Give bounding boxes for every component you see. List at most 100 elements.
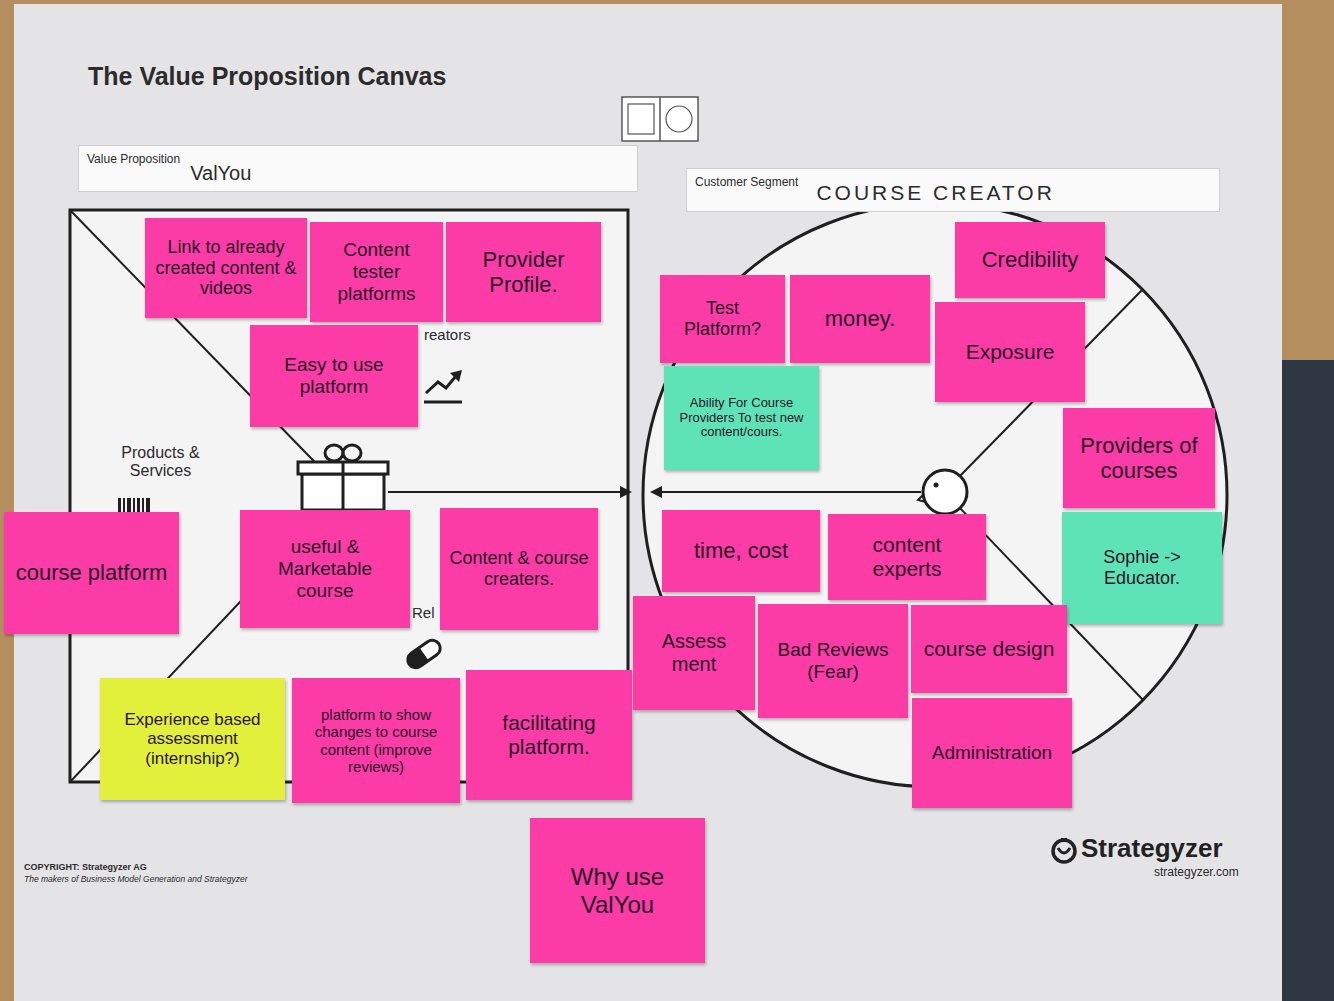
canvas-title: The Value Proposition Canvas	[88, 62, 446, 91]
sticky-note: course platform	[4, 512, 179, 634]
copyright-note: COPYRIGHT: Strategyzer AG	[24, 862, 147, 872]
brand-url: strategyzer.com	[1154, 866, 1239, 880]
field-value: COURSE CREATOR	[816, 175, 1054, 205]
canvas-field: Customer Segment COURSE CREATOR	[686, 168, 1220, 212]
sticky-note-text: Bad Reviews (Fear)	[766, 639, 900, 683]
sticky-note-text: platform to show changes to course conte…	[300, 706, 452, 775]
logo-top	[1061, 838, 1067, 842]
sticky-note: Assess ment	[633, 596, 755, 710]
sticky-note-text: Easy to use platform	[258, 354, 410, 398]
trend-arrowhead	[450, 370, 462, 382]
sticky-note-text: Ability For Course Providers To test new…	[672, 396, 811, 441]
sticky-note: time, cost	[662, 510, 820, 592]
section-label: Rel	[412, 604, 435, 621]
trend-baseline	[424, 401, 462, 404]
sticky-note: Link to already created content & videos	[145, 218, 307, 318]
barcode-bar	[142, 498, 144, 512]
field-label: Customer Segment	[695, 175, 798, 189]
sticky-note: Bad Reviews (Fear)	[758, 604, 908, 718]
sticky-note-text: Content tester platforms	[318, 239, 435, 305]
pill-shell	[405, 637, 444, 671]
sticky-note-text: facilitating platform.	[474, 711, 624, 759]
pill-half	[405, 647, 429, 670]
brand-logo-icon	[1053, 838, 1075, 862]
sticky-note-text: Assess ment	[641, 630, 747, 676]
face-nose	[918, 494, 926, 502]
sticky-note-text: Sophie -> Educator.	[1070, 547, 1214, 588]
sticky-note: Experience based assessment (internship?…	[100, 678, 285, 800]
sticky-note-text: Providers of courses	[1071, 433, 1207, 484]
copyright-note: The makers of Business Model Generation …	[24, 875, 247, 885]
field-value: ValYou	[190, 152, 251, 185]
sticky-note-text: time, cost	[670, 538, 812, 563]
sticky-note-text: Provider Profile.	[454, 247, 593, 298]
logo-smile	[1058, 848, 1070, 853]
barcode-bar	[118, 498, 121, 512]
canvas-icon	[622, 97, 698, 141]
sticky-note-text: Experience based assessment (internship?…	[108, 710, 277, 769]
sticky-note: Easy to use platform	[250, 325, 418, 427]
barcode-bar	[137, 498, 140, 512]
sticky-note: Test Platform?	[660, 275, 785, 363]
sticky-note-text: Credibility	[963, 247, 1097, 272]
sticky-note-text: money.	[798, 306, 922, 331]
sticky-note: course design	[911, 605, 1067, 693]
sticky-note: Administration	[912, 698, 1072, 808]
barcode-icon	[118, 498, 150, 512]
barcode-bar	[127, 498, 131, 512]
sticky-note: money.	[790, 275, 930, 363]
fit-arrow-line	[388, 491, 622, 493]
sticky-note: content experts	[828, 514, 986, 600]
sticky-note-text: content experts	[836, 533, 978, 581]
icon-square	[628, 104, 654, 134]
sticky-note: Why use ValYou	[530, 818, 705, 963]
gift-bow	[343, 445, 361, 461]
sticky-note-text: course design	[919, 637, 1059, 661]
pill-icon	[405, 637, 444, 671]
sticky-note: Content tester platforms	[310, 222, 443, 322]
sticky-note: Credibility	[955, 222, 1105, 298]
section-label: Products & Services	[108, 444, 213, 481]
fit-arrowhead	[620, 486, 632, 498]
paper-sheet	[14, 4, 1282, 1001]
barcode-bar	[133, 498, 135, 512]
canvas-field: Value Proposition ValYou	[78, 145, 638, 192]
section-label: reators	[424, 326, 471, 343]
brand-logo-text: Strategyzer	[1081, 834, 1223, 864]
fit-arrowhead	[650, 486, 662, 498]
sticky-note: platform to show changes to course conte…	[292, 678, 460, 803]
sticky-note-text: Content & course creaters.	[448, 548, 590, 589]
sticky-note: useful & Marketable course	[240, 510, 410, 628]
face-head	[923, 470, 967, 514]
icon-circle	[666, 106, 692, 132]
gain-trend-icon	[424, 370, 462, 402]
sticky-note-text: Test Platform?	[668, 298, 777, 339]
sticky-note: Sophie -> Educator.	[1062, 512, 1222, 624]
gift-bow	[325, 445, 343, 461]
sticky-note-text: useful & Marketable course	[248, 536, 402, 602]
customer-face-icon	[918, 470, 967, 514]
fit-arrow-line	[660, 491, 921, 493]
face-eye	[934, 483, 939, 488]
sticky-note: Provider Profile.	[446, 222, 601, 322]
sticky-note: facilitating platform.	[466, 670, 632, 800]
sticky-note-text: Exposure	[943, 340, 1077, 364]
sticky-note: Providers of courses	[1063, 408, 1215, 508]
barcode-bar	[123, 498, 125, 512]
sticky-note-text: Link to already created content & videos	[153, 237, 299, 299]
sticky-note-text: Why use ValYou	[538, 863, 697, 918]
logo-ring	[1053, 840, 1075, 862]
gift-ribbon	[342, 462, 345, 510]
chair-back	[1282, 360, 1334, 1001]
icon-divider	[659, 97, 661, 141]
sticky-note: Ability For Course Providers To test new…	[664, 366, 819, 470]
barcode-bar	[146, 498, 150, 512]
sticky-note: Content & course creaters.	[440, 508, 598, 630]
field-label: Value Proposition	[87, 152, 180, 166]
icon-frame	[622, 97, 698, 141]
gift-icon	[298, 445, 388, 510]
trend-line	[426, 376, 456, 393]
sticky-note-text: Administration	[920, 742, 1064, 764]
